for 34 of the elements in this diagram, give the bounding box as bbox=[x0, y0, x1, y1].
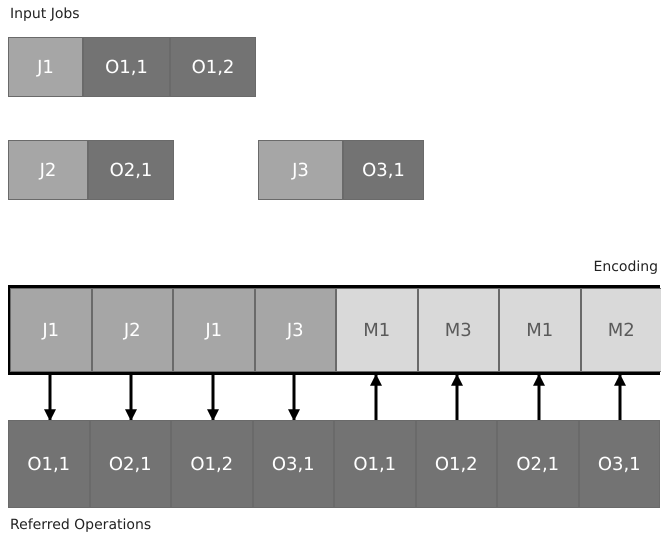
section-label: Referred Operations bbox=[10, 517, 152, 533]
cell-box: O2,1 bbox=[88, 140, 174, 200]
cell-box: O1,2 bbox=[171, 420, 252, 508]
arrow bbox=[370, 374, 382, 420]
cell-box: J1 bbox=[10, 288, 92, 372]
cell-box: O1,2 bbox=[170, 37, 256, 97]
arrow bbox=[288, 375, 300, 422]
cell-box: O3,1 bbox=[578, 420, 660, 508]
arrow bbox=[44, 375, 56, 422]
cell-box: J3 bbox=[254, 288, 336, 372]
arrow bbox=[451, 374, 463, 420]
cell-box: O2,1 bbox=[497, 420, 578, 508]
cell-box: M3 bbox=[418, 288, 499, 372]
arrow bbox=[125, 375, 137, 422]
cell-box: O1,1 bbox=[83, 37, 170, 97]
arrow bbox=[533, 374, 545, 420]
arrow bbox=[207, 375, 219, 422]
cell-box: O3,1 bbox=[252, 420, 334, 508]
cell-box: J1 bbox=[8, 37, 83, 97]
cell-box: M1 bbox=[499, 288, 580, 372]
cell-box: M1 bbox=[336, 288, 418, 372]
arrow bbox=[614, 374, 626, 420]
cell-box: J2 bbox=[92, 288, 173, 372]
cell-box: O3,1 bbox=[343, 140, 424, 200]
cell-box: M2 bbox=[580, 288, 661, 372]
cell-box: O1,1 bbox=[8, 420, 90, 508]
cell-box: J3 bbox=[258, 140, 343, 200]
cell-box: O1,2 bbox=[416, 420, 497, 508]
cell-box: O1,1 bbox=[334, 420, 416, 508]
cell-box: J2 bbox=[8, 140, 88, 200]
group-heading: Encoding bbox=[593, 259, 658, 275]
section-label: Input Jobs bbox=[10, 6, 80, 22]
cell-box: J1 bbox=[173, 288, 254, 372]
cell-box: O2,1 bbox=[90, 420, 171, 508]
